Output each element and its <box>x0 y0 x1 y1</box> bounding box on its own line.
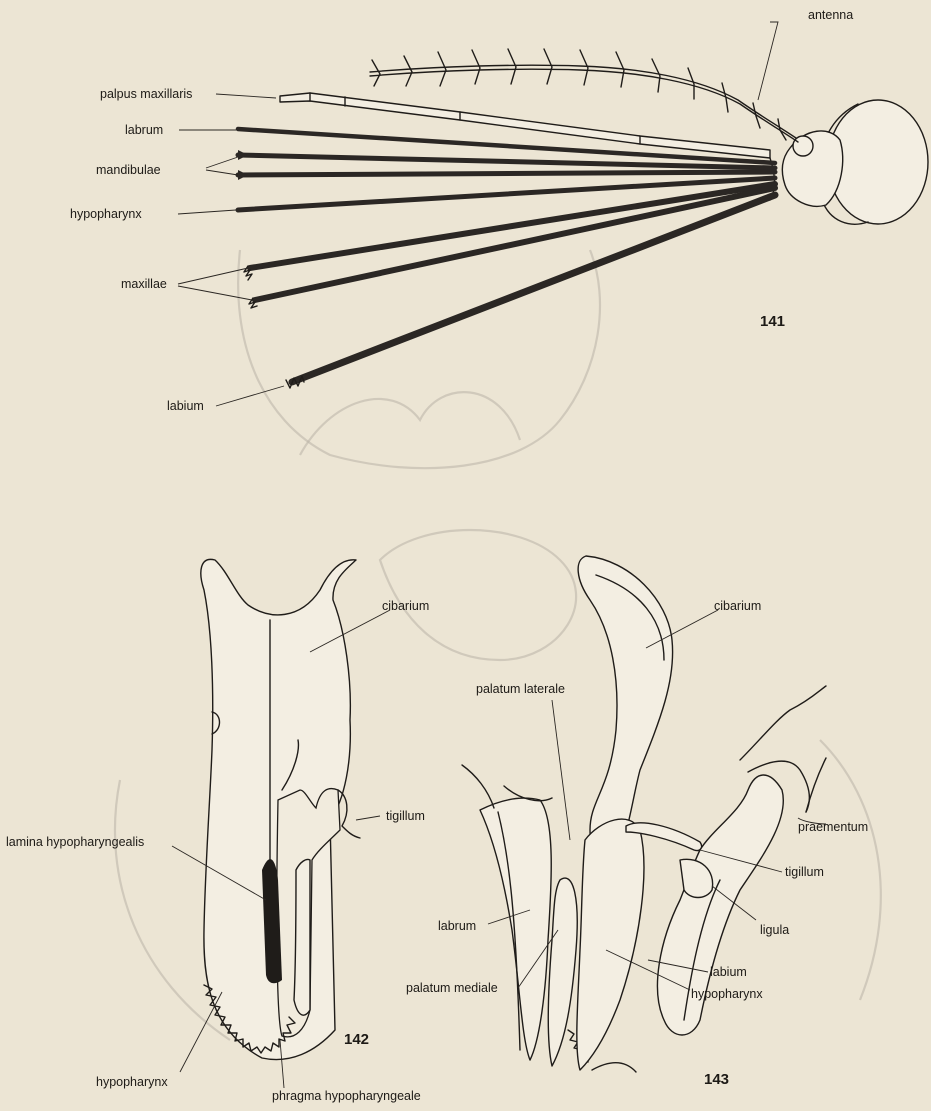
mosquito-head <box>770 100 928 224</box>
label-palatum-laterale: palatum laterale <box>476 682 565 696</box>
figure-143: cibarium palatum laterale praementum tig… <box>406 556 868 1088</box>
figure-number-141: 141 <box>760 313 785 330</box>
label-hypopharynx-141: hypopharynx <box>70 207 142 221</box>
label-hypopharynx-142: hypopharynx <box>96 1075 168 1089</box>
figure-141: antenna palpus maxillaris labrum mandibu… <box>70 8 928 413</box>
label-labrum-143: labrum <box>438 919 476 933</box>
hypopharynx-143-shape <box>577 819 644 1070</box>
mandibula-tips <box>238 150 248 180</box>
label-phragma-hypopharyngeale: phragma hypopharyngeale <box>272 1089 421 1103</box>
label-labium-141: labium <box>167 399 204 413</box>
palatum-mediale-shape <box>548 878 577 1066</box>
label-mandibulae: mandibulae <box>96 163 161 177</box>
figure-142: cibarium tigillum lamina hypopharyngeali… <box>6 559 429 1103</box>
label-antenna: antenna <box>808 8 853 22</box>
label-hypopharynx-143: hypopharynx <box>691 987 763 1001</box>
label-praementum: praementum <box>798 820 868 834</box>
label-tigillum-143: tigillum <box>785 865 824 879</box>
figure-number-142: 142 <box>344 1031 369 1048</box>
maxilla-serrations <box>244 266 257 308</box>
label-cibarium-142: cibarium <box>382 599 429 613</box>
label-ligula: ligula <box>760 923 789 937</box>
label-maxillae: maxillae <box>121 277 167 291</box>
label-palpus-maxillaris: palpus maxillaris <box>100 87 192 101</box>
label-cibarium-143: cibarium <box>714 599 761 613</box>
labrum-143-shape <box>480 798 551 1060</box>
label-lamina-hypopharyngealis: lamina hypopharyngealis <box>6 835 144 849</box>
mandibula-stylet-lower <box>238 172 775 175</box>
praementum-shape <box>740 686 826 760</box>
label-labium-143: labium <box>710 965 747 979</box>
label-labrum: labrum <box>125 123 163 137</box>
proboscis-stylets <box>238 129 775 388</box>
figure-number-143: 143 <box>704 1071 729 1088</box>
label-palatum-mediale: palatum mediale <box>406 981 498 995</box>
label-tigillum-142: tigillum <box>386 809 425 823</box>
